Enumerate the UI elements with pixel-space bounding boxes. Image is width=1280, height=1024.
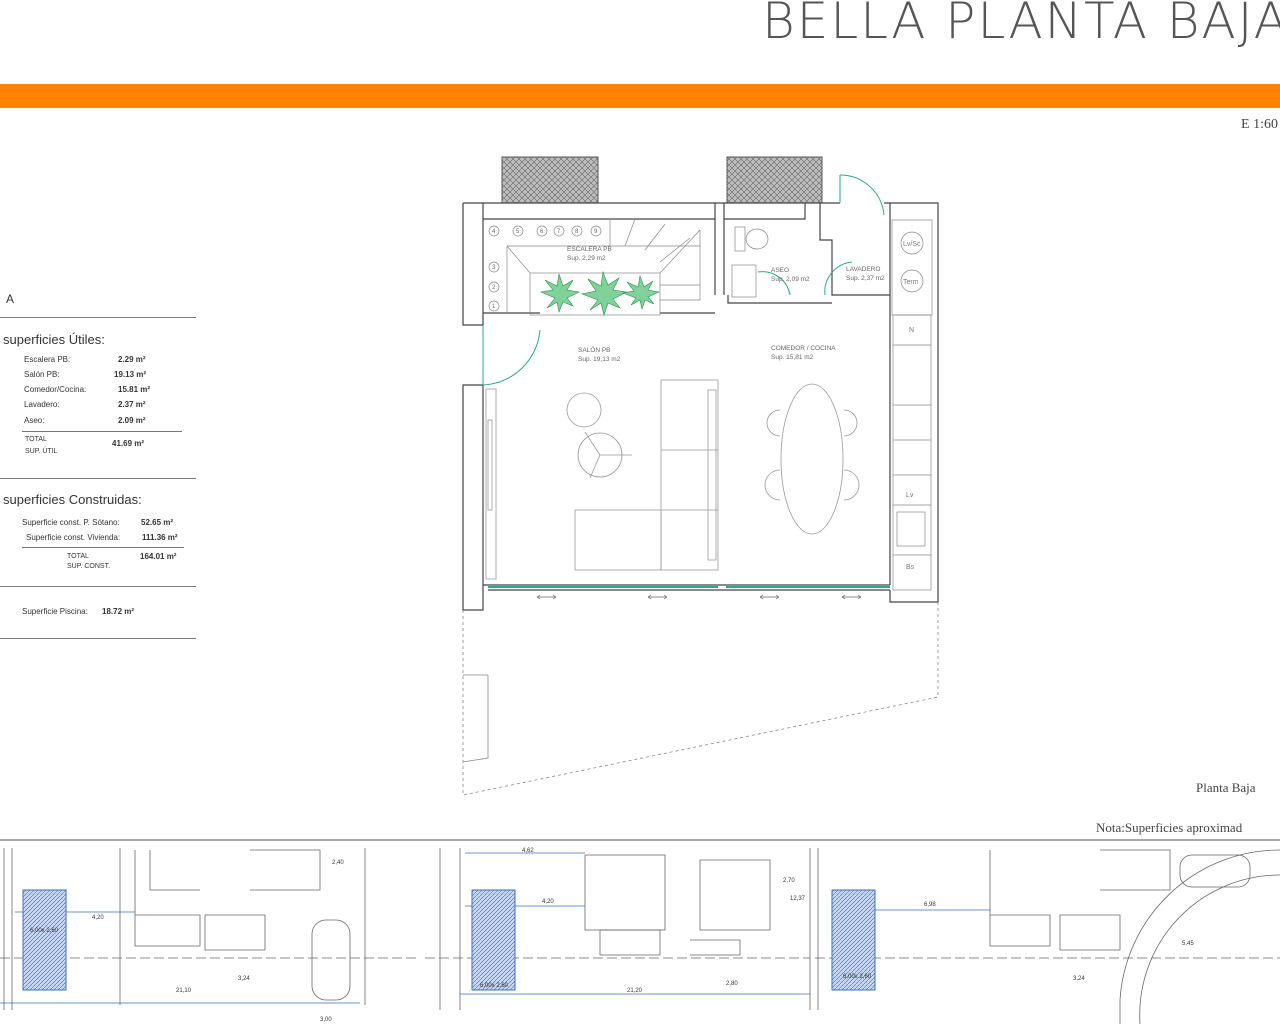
divider xyxy=(0,638,196,639)
dimension: 5,45 xyxy=(1182,941,1194,947)
useful-row-value: 2.29 m² xyxy=(118,355,146,364)
pool-size-label: 6,00x 2,60 xyxy=(480,983,509,989)
dishwasher-label: Lv xyxy=(906,492,914,499)
useful-row-label: Aseo: xyxy=(24,416,45,425)
useful-row-label: Lavadero: xyxy=(24,400,60,409)
room-name: LAVADERO xyxy=(846,266,880,273)
dimension: 3,24 xyxy=(238,976,250,982)
divider xyxy=(0,317,196,318)
appliance-labels: Lv/Sc Term N Lv Bs xyxy=(903,241,921,571)
dimension: 2,40 xyxy=(332,860,344,866)
indoor-plants xyxy=(539,270,660,317)
step-number: 9 xyxy=(594,229,598,235)
built-row-label: Superficie const. Vivienda: xyxy=(26,533,121,542)
useful-row-label: Escalera PB: xyxy=(24,355,71,364)
divider xyxy=(0,586,196,587)
step-number: 3 xyxy=(492,265,496,271)
step-number: 5 xyxy=(516,229,520,235)
bathroom-fixtures xyxy=(731,219,933,591)
built-row-label: Superficie const. P. Sótano: xyxy=(22,518,120,527)
dimension: 21,10 xyxy=(176,988,192,994)
header-accent-bar xyxy=(0,84,1280,108)
step-number: 1 xyxy=(492,304,496,310)
step-number: 6 xyxy=(540,229,544,235)
pool xyxy=(831,889,876,991)
doors xyxy=(482,174,885,386)
site-plan xyxy=(0,848,1280,1024)
built-row-value: 111.36 m² xyxy=(142,533,178,542)
washer-dryer-label: Lv/Sc xyxy=(903,241,921,248)
dimension: 4,20 xyxy=(542,899,554,905)
note-caption: Nota:Superficies aproximad xyxy=(1096,820,1243,835)
useful-total-value: 41.69 m² xyxy=(112,439,145,448)
walls xyxy=(462,202,939,611)
built-total-label: TOTAL xyxy=(67,553,89,560)
pool-value: 18.72 m² xyxy=(102,607,135,616)
built-heading: superficies Construidas: xyxy=(3,492,142,507)
dimension: 2,70 xyxy=(783,878,795,884)
pool xyxy=(22,889,67,991)
room-area: Sup. 19,13 m2 xyxy=(578,356,621,363)
dimension: 6,98 xyxy=(924,902,936,908)
scale-label: E 1:60 xyxy=(1241,117,1278,132)
room-area: Sup. 2,37 m2 xyxy=(846,275,885,282)
room-name: COMEDOR / COCINA xyxy=(771,345,836,352)
step-number: 4 xyxy=(492,229,496,235)
built-total-value: 164.01 m² xyxy=(140,552,177,561)
useful-total-label: SUP. ÚTIL xyxy=(25,448,58,455)
room-name: SALÓN PB xyxy=(578,345,611,354)
living-furniture xyxy=(485,379,719,580)
site-dimensions: 4,20 21,10 2,40 3,24 3,00 4,20 21,20 2,7… xyxy=(30,848,1194,1023)
useful-total-label: TOTAL xyxy=(25,436,47,443)
built-row-value: 52.65 m² xyxy=(141,518,174,527)
useful-row-value: 2.37 m² xyxy=(118,400,146,409)
room-name: ESCALERA PB xyxy=(567,246,612,253)
built-total-label: SUP. CONST. xyxy=(67,563,111,570)
pool-label: Superficie Piscina: xyxy=(22,607,88,616)
type-letter: A xyxy=(6,292,15,306)
room-area: Sup. 2,09 m2 xyxy=(771,276,810,283)
dimension: 4,20 xyxy=(92,915,104,921)
step-number: 2 xyxy=(492,285,496,291)
useful-heading: superficies Útiles: xyxy=(3,332,105,347)
useful-row-label: Salón PB: xyxy=(24,370,60,379)
terrace-outline xyxy=(462,602,939,796)
dimension: 12,37 xyxy=(790,896,806,902)
dimension: 21,20 xyxy=(627,988,643,994)
bs-label: Bs xyxy=(906,564,915,571)
page-title: BELLA PLANTA BAJA A xyxy=(762,0,1280,50)
step-number: 7 xyxy=(557,229,561,235)
pool-size-label: 6,00x 2,60 xyxy=(843,974,872,980)
total-rule xyxy=(22,431,182,432)
divider xyxy=(0,478,196,479)
step-number: 8 xyxy=(575,229,579,235)
room-area: Sup. 15,81 m2 xyxy=(771,354,814,361)
pool xyxy=(471,889,516,991)
planter xyxy=(726,156,823,204)
room-area: Sup. 2,29 m2 xyxy=(567,255,606,262)
dimension: 3,24 xyxy=(1073,976,1085,982)
useful-row-value: 19.13 m² xyxy=(114,370,147,379)
useful-row-value: 15.81 m² xyxy=(118,385,151,394)
slide-arrows xyxy=(536,594,862,600)
total-rule xyxy=(22,547,184,548)
pool-size-label: 6,00x 2,60 xyxy=(30,928,59,934)
floor-caption: Planta Baja xyxy=(1196,780,1256,795)
planter xyxy=(501,156,599,204)
dining-table xyxy=(764,383,860,535)
useful-row-label: Comedor/Cocina: xyxy=(24,385,87,394)
room-name: ASEO xyxy=(771,267,789,274)
useful-row-value: 2.09 m² xyxy=(118,416,146,425)
stair-step-numbers: 4 5 6 7 8 9 3 2 1 xyxy=(492,229,598,310)
heater-label: Term xyxy=(903,279,919,286)
dimension: 3,00 xyxy=(320,1017,332,1023)
dimension: 4,62 xyxy=(522,848,534,854)
dimension: 2,80 xyxy=(726,981,738,987)
staircase xyxy=(488,218,701,316)
fridge-label: N xyxy=(909,327,914,334)
